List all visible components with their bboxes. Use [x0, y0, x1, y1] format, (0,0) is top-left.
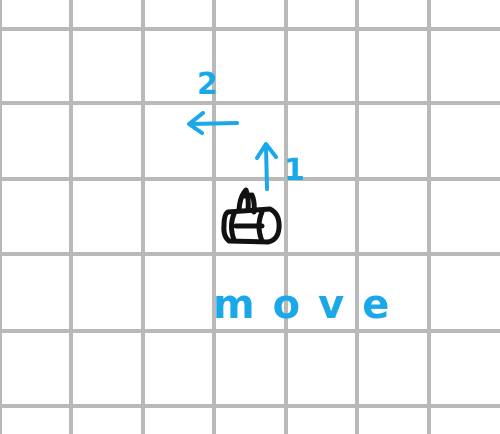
robot-wheel-left [229, 211, 237, 243]
arrow-left-head [187, 111, 205, 135]
robot-mast [236, 187, 257, 215]
robot-cart-icon [221, 187, 282, 245]
arrow-up-head [255, 142, 278, 160]
arrow-left-step-2 [187, 111, 239, 135]
arrow-left-shaft [188, 121, 239, 126]
move-caption: move [213, 282, 407, 328]
step-2-label: 2 [197, 67, 218, 102]
step-1-label: 1 [284, 153, 305, 188]
arrow-up-step-1 [255, 142, 278, 191]
arrow-up-shaft [264, 144, 269, 191]
robot-body [221, 206, 282, 245]
